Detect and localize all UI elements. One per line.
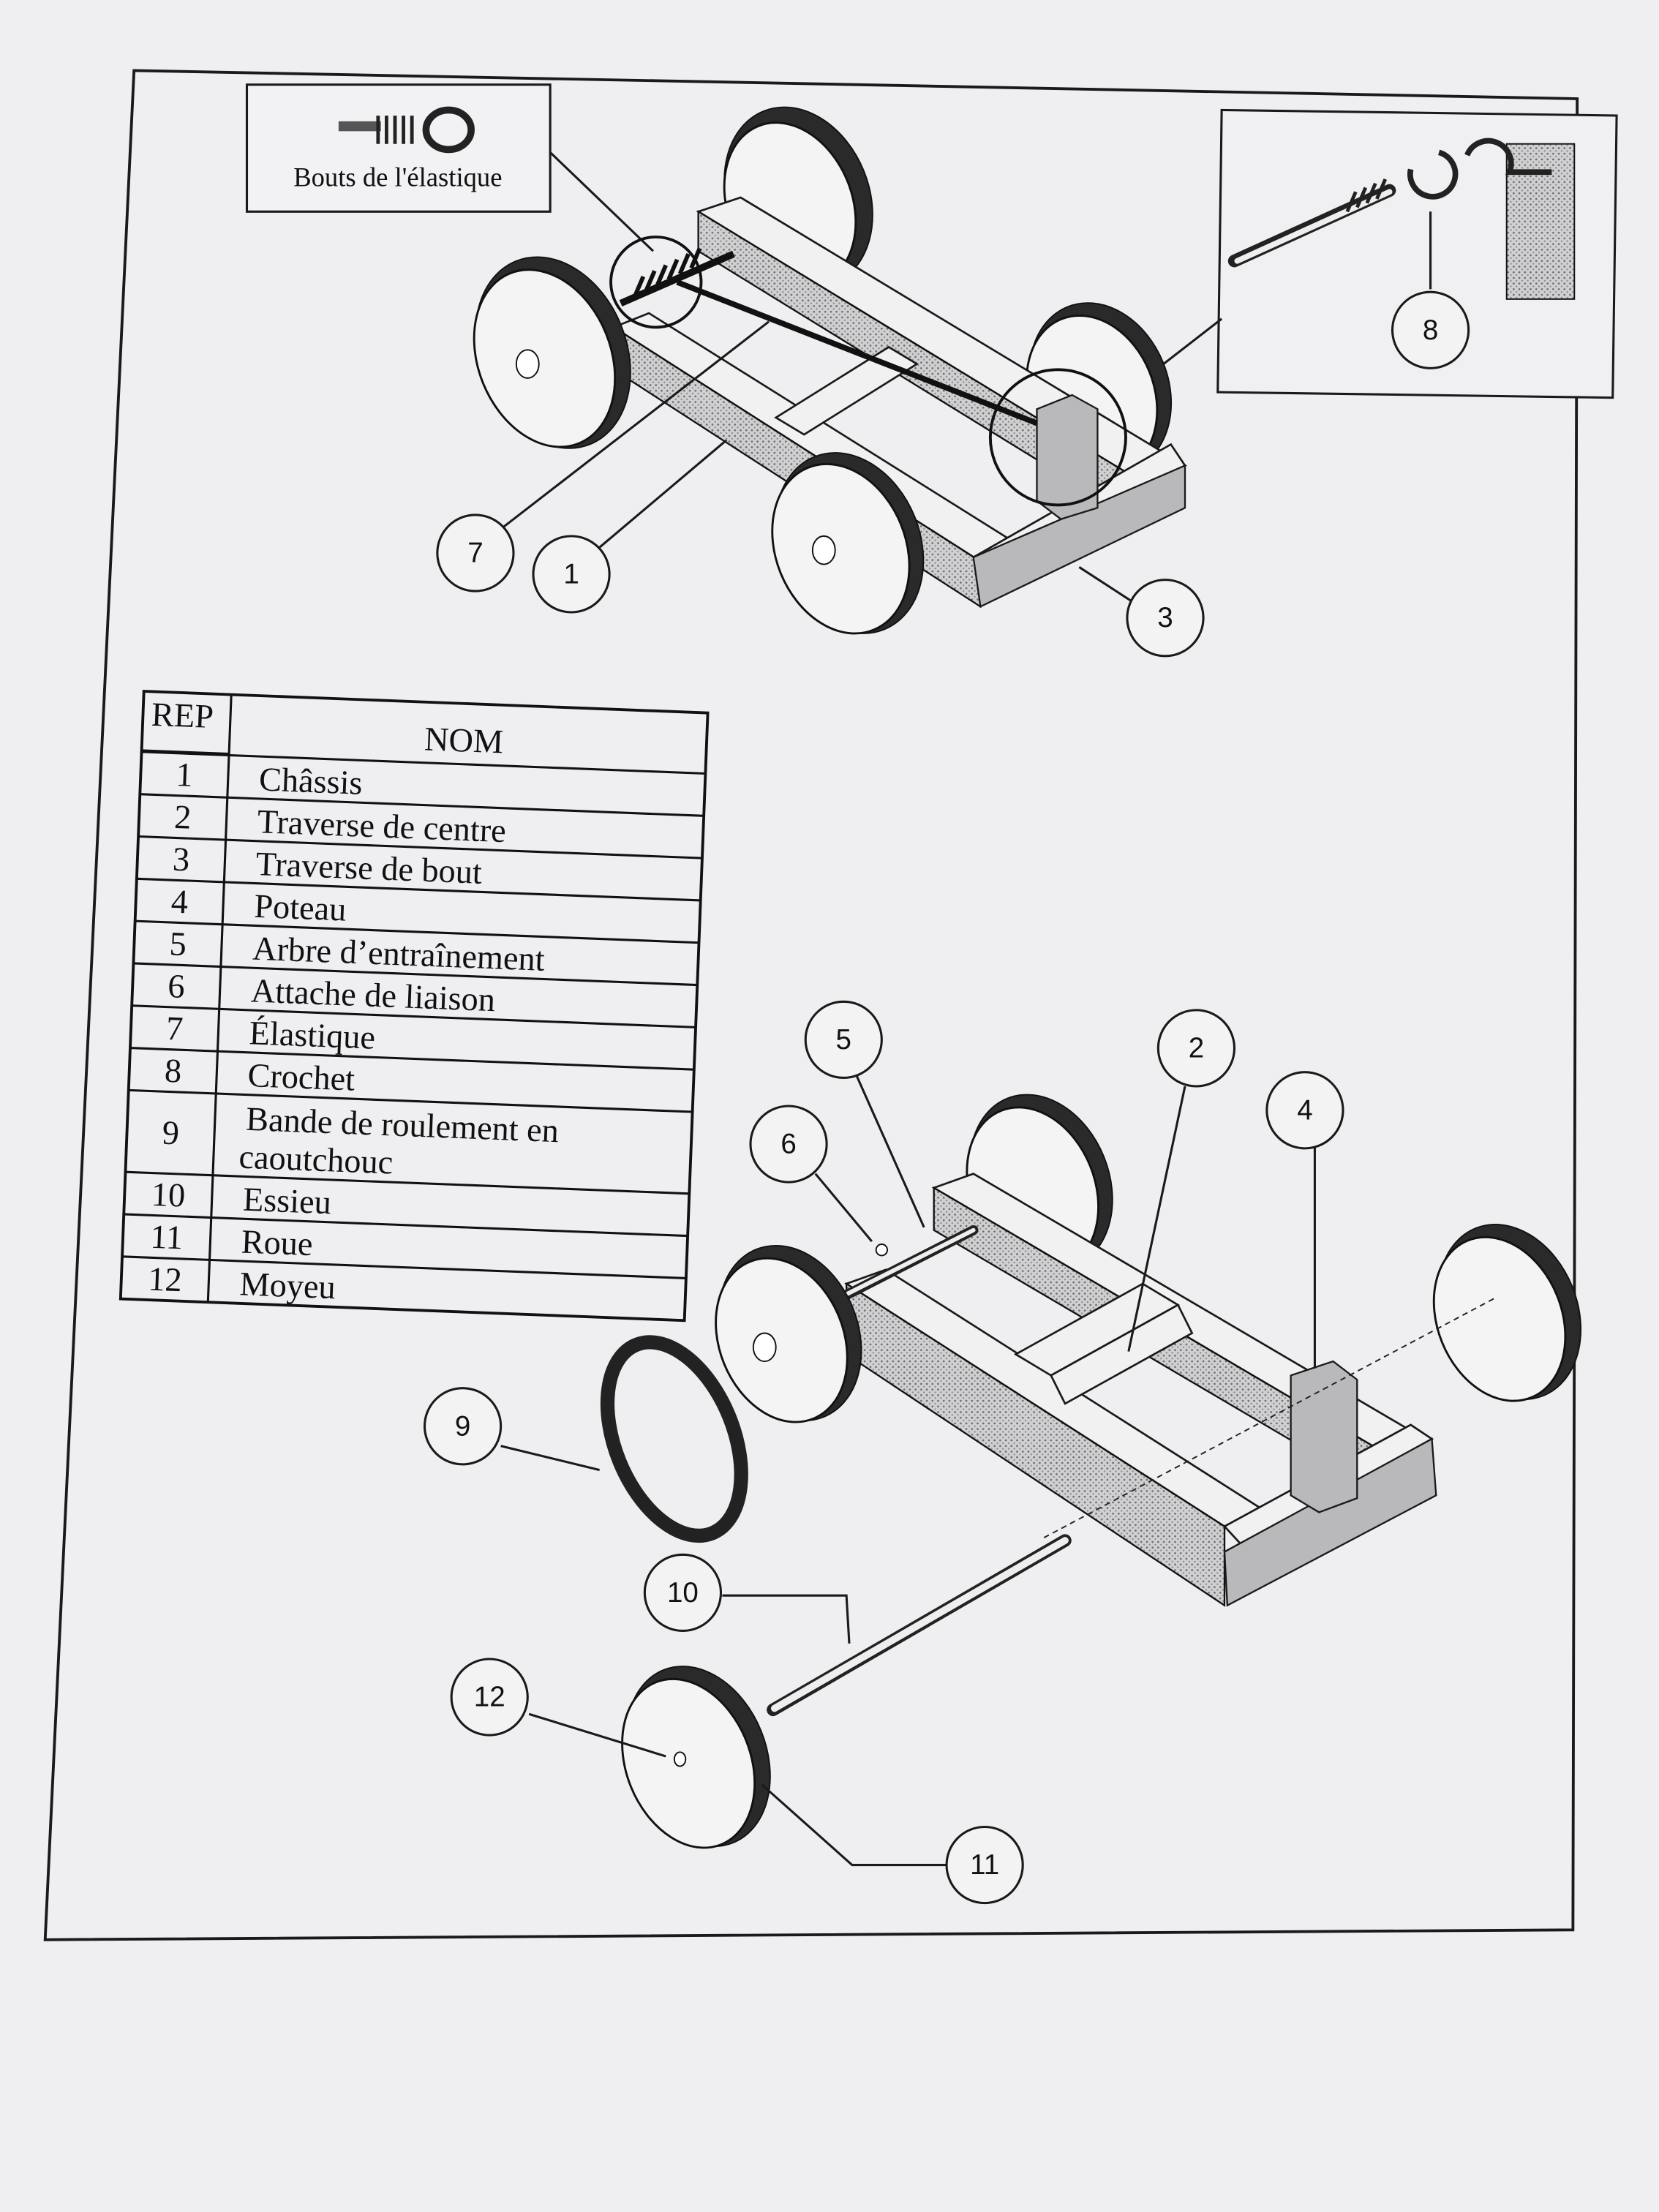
callout-number: 4: [1297, 1094, 1312, 1126]
row-rep: 3: [172, 841, 190, 879]
row-rep: 12: [148, 1261, 183, 1300]
row-nom: Moyeu: [239, 1265, 336, 1306]
row-nom: Poteau: [254, 888, 347, 929]
row-rep: 8: [164, 1053, 182, 1091]
callout-markers: 7 1 3 8 5 2 4 6 9 10 12 11: [423, 290, 1470, 1905]
callout-number: 12: [474, 1682, 505, 1713]
hook-eye-icon: [338, 106, 475, 154]
header-nom: NOM: [424, 721, 504, 761]
callout-number: 1: [563, 558, 579, 590]
callout-circle: [1265, 1071, 1344, 1150]
row-rep: 10: [151, 1176, 186, 1215]
callout-10: 10: [643, 1553, 723, 1632]
row-nom: Roue: [241, 1223, 314, 1263]
callout-2: 2: [1156, 1009, 1236, 1088]
callout-5: 5: [804, 1000, 883, 1079]
table-header: REP NOM: [151, 696, 504, 761]
row-rep: 11: [150, 1219, 184, 1257]
callout-circle: [1391, 290, 1470, 369]
callout-number: 3: [1157, 602, 1173, 633]
callout-number: 5: [836, 1024, 851, 1056]
table-row: 7 Élastique: [132, 1004, 696, 1057]
callout-circle: [1126, 579, 1205, 658]
row-rep: 7: [165, 1010, 184, 1048]
callout-circle: [450, 1658, 529, 1737]
table-row: 10 Essieu: [125, 1170, 690, 1222]
table-row: 8 Crochet: [129, 1047, 694, 1099]
rubber-tread-band: [600, 1335, 748, 1543]
row-rep: 1: [176, 756, 194, 794]
callout-number: 11: [970, 1849, 999, 1881]
row-rep: 2: [173, 799, 192, 837]
callout-circle: [532, 535, 611, 614]
callout-7: 7: [436, 514, 515, 592]
callout-number: 6: [780, 1129, 796, 1160]
assembled-car-diagram: [473, 106, 1188, 635]
callout-circle: [945, 1825, 1024, 1905]
callout-6: 6: [749, 1105, 828, 1184]
callout-number: 10: [667, 1577, 699, 1609]
callout-9: 9: [423, 1387, 503, 1466]
table-row: 4 Poteau: [136, 877, 701, 929]
row-nom-line2: caoutchouc: [238, 1139, 394, 1182]
row-rep: 5: [169, 925, 187, 963]
table-row: 1 Châssis: [141, 750, 706, 802]
callout-circle: [1156, 1009, 1236, 1088]
callout-circle: [436, 514, 515, 592]
table-row: 12 Moyeu: [121, 1255, 686, 1306]
callout-4: 4: [1265, 1071, 1344, 1150]
table-row: 11 Roue: [124, 1213, 688, 1263]
callout-12: 12: [450, 1658, 529, 1737]
row-nom: Crochet: [247, 1057, 356, 1099]
row-rep: 4: [170, 884, 189, 922]
callout-circle: [643, 1553, 723, 1632]
row-rep: 6: [167, 968, 185, 1006]
elastic-ends-label: Bouts de l'élastique: [293, 162, 502, 192]
row-nom: Essieu: [242, 1181, 332, 1222]
callout-circle: [804, 1000, 883, 1079]
header-rep: REP: [151, 696, 214, 736]
callout-8: 8: [1391, 290, 1470, 369]
callout-1: 1: [532, 535, 611, 614]
exploded-car-diagram: [500, 1074, 1582, 1867]
callout-11: 11: [945, 1825, 1024, 1905]
row-nom: Élastique: [249, 1015, 376, 1057]
callout-number: 2: [1189, 1032, 1204, 1064]
row-nom: Châssis: [258, 761, 363, 802]
document-frame: [43, 69, 1579, 1941]
callout-circle: [423, 1387, 503, 1466]
callout-number: 7: [467, 538, 483, 569]
row-rep: 9: [162, 1115, 180, 1153]
callout-circle: [749, 1105, 828, 1184]
hook-detail-inset: [1216, 108, 1618, 399]
elastic-ends-legend-box: Bouts de l'élastique: [245, 83, 552, 213]
callout-number: 8: [1423, 315, 1438, 346]
callout-3: 3: [1126, 579, 1205, 658]
column-divider: [206, 694, 233, 1303]
callout-number: 9: [455, 1410, 470, 1442]
